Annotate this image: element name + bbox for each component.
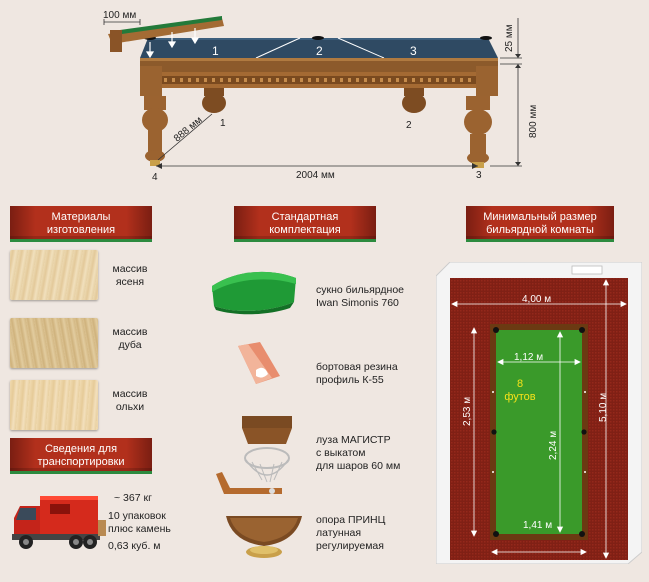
size-label-line2: футов (504, 391, 536, 403)
dim-100mm: 100 мм (103, 10, 137, 21)
kit-label-felt: сукно бильярдное Iwan Simonis 760 (316, 284, 405, 309)
room-length-label: 5,10 м (598, 392, 609, 422)
material-label-ash: массив ясеня (112, 263, 148, 288)
swatch-oak (10, 318, 98, 368)
transport-header-line1: Сведения для (44, 443, 118, 455)
rubber-profile-icon (238, 342, 280, 384)
material-label-alder: массив ольхи (112, 388, 148, 413)
kit-label-foot: опора ПРИНЦ латунная регулируемая (316, 514, 386, 552)
transport-weight: ~ 367 кг (114, 492, 152, 504)
swatch-ash (10, 250, 98, 300)
felt-cloth-icon (212, 271, 296, 315)
kit-header-line2: комплектация (269, 224, 341, 236)
materials-header-line2: изготовления (46, 224, 116, 236)
pocket-icon (216, 416, 292, 494)
felt-number-1: 1 (212, 44, 219, 58)
bottom-width-label: 1,41 м (523, 520, 553, 531)
dim-25mm: 25 мм (504, 24, 515, 52)
room-width-label: 4,00 м (522, 294, 552, 305)
kit-header-line1: Стандартная (271, 211, 339, 223)
transport-volume: 0,63 куб. м (108, 540, 161, 552)
foot-support-icon (226, 516, 302, 558)
leg-number-3: 3 (476, 170, 482, 181)
materials-header-line1: Материалы (51, 211, 111, 223)
table-leg-front-right (464, 96, 492, 164)
table-width-label: 2,53 м (462, 396, 473, 426)
cushion-section (108, 16, 224, 52)
leg-number-4: 4 (152, 172, 158, 183)
kit-label-rubber: бортовая резина профиль К-55 (316, 361, 398, 386)
truck-icon (12, 496, 106, 549)
size-label: 8 футов (500, 378, 540, 404)
room-header-line2: бильярдной комнаты (486, 224, 594, 236)
size-label-line1: 8 (516, 378, 524, 390)
inner-length-label: 2,24 м (548, 430, 559, 460)
table-leg-front-left (142, 96, 168, 162)
felt-number-2: 2 (316, 44, 323, 58)
dim-800mm: 800 мм (528, 104, 539, 138)
table-felt (140, 38, 498, 58)
transport-header-line2: транспортировки (37, 456, 125, 468)
material-label-oak: массив дуба (112, 326, 148, 351)
table-rail (140, 58, 498, 72)
transport-packages: 10 упаковок плюс камень (108, 510, 171, 535)
room-header-line1: Минимальный размер (483, 211, 597, 223)
kit-label-pocket: луза МАГИСТР с выкатом для шаров 60 мм (316, 434, 401, 472)
inner-width-label: 1,12 м (514, 352, 544, 363)
leg-number-1: 1 (220, 118, 226, 129)
swatch-alder (10, 380, 98, 430)
table-diagram (103, 16, 522, 169)
dim-2004mm: 2004 мм (296, 170, 335, 181)
felt-number-3: 3 (410, 44, 417, 58)
leg-number-2: 2 (406, 120, 412, 131)
room-diagram (436, 262, 642, 564)
